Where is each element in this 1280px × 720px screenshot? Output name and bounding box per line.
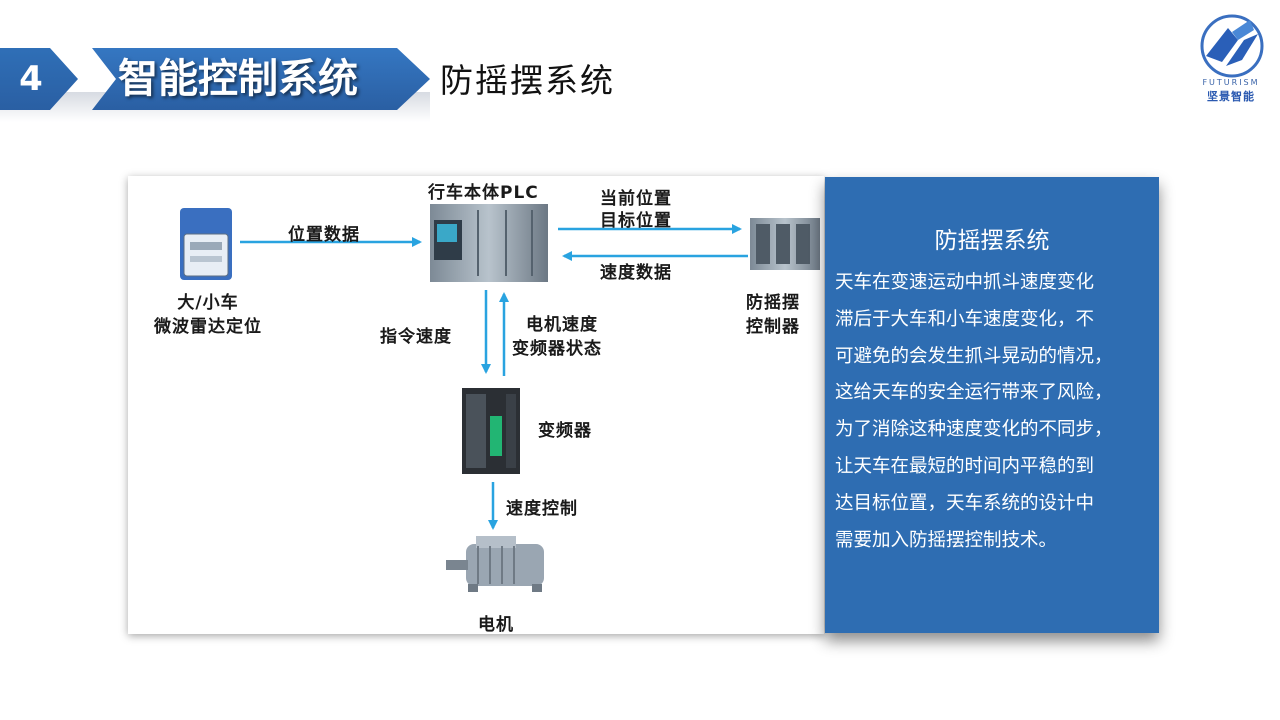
motor-speed-label-line1: 电机速度: [526, 315, 598, 335]
plc-device-icon: [430, 204, 548, 282]
futurism-logo-icon: [1200, 14, 1264, 78]
title-banner: [92, 48, 430, 110]
section-number: 4: [19, 59, 43, 99]
current-position-label: 当前位置: [600, 189, 672, 209]
logo-text-en: FUTURISM: [1202, 78, 1260, 87]
inverter-label: 变频器: [538, 421, 592, 441]
card-line: 滞后于大车和小车速度变化，不: [835, 308, 1095, 330]
motor-icon: [446, 536, 544, 592]
anti-sway-label-line1: 防摇摆: [746, 293, 800, 313]
page-subtitle: 防摇摆系统: [440, 61, 615, 100]
section-number-tab: [0, 48, 78, 110]
card-line: 达目标位置，天车系统的设计中: [835, 492, 1095, 514]
command-speed-label: 指令速度: [380, 327, 452, 347]
plc-label: 行车本体PLC: [428, 183, 539, 203]
target-position-label: 目标位置: [600, 211, 672, 231]
card-body: 天车在变速运动中抓斗速度变化 滞后于大车和小车速度变化，不 可避免的会发生抓斗晃…: [835, 265, 1153, 559]
card-line: 需要加入防摇摆控制技术。: [835, 529, 1058, 551]
inverter-icon: [462, 388, 520, 474]
card-line: 为了消除这种速度变化的不同步，: [835, 419, 1113, 441]
speed-data-label: 速度数据: [600, 263, 672, 283]
anti-sway-controller-icon: [750, 218, 820, 270]
radar-sensor-icon: [180, 208, 232, 280]
radar-label-line1: 大/小车: [177, 293, 239, 313]
description-card: 防摇摆系统 天车在变速运动中抓斗速度变化 滞后于大车和小车速度变化，不 可避免的…: [825, 177, 1159, 633]
card-line: 天车在变速运动中抓斗速度变化: [835, 272, 1095, 293]
logo-text-cn: 坚景智能: [1207, 90, 1255, 103]
anti-sway-label-line2: 控制器: [746, 317, 800, 337]
speed-control-label: 速度控制: [506, 499, 578, 519]
position-data-label: 位置数据: [288, 225, 360, 245]
card-line: 让天车在最短的时间内平稳的到: [835, 455, 1095, 477]
motor-label: 电机: [478, 615, 514, 635]
card-title: 防摇摆系统: [934, 228, 1050, 254]
diagram-graphics: [180, 204, 820, 592]
page-title: 智能控制系统: [118, 56, 358, 102]
motor-speed-label-line2: 变频器状态: [512, 339, 602, 359]
radar-label-line2: 微波雷达定位: [154, 317, 262, 337]
card-line: 这给天车的安全运行带来了风险，: [835, 382, 1113, 404]
card-line: 可避免的会发生抓斗晃动的情况，: [835, 345, 1113, 367]
system-diagram: 行车本体PLC 位置数据 当前位置 目标位置 速度数据 大/小车 微波雷达定位 …: [128, 176, 824, 635]
